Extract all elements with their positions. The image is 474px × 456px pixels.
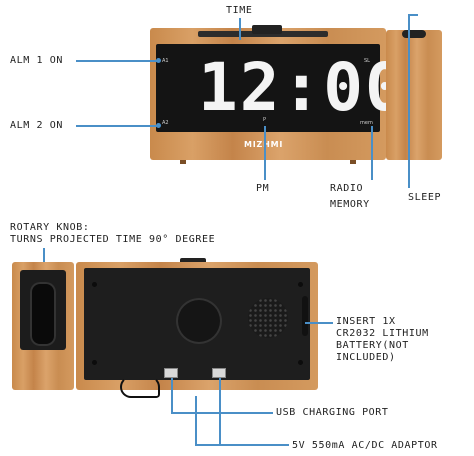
battery-compartment[interactable] bbox=[176, 298, 222, 344]
label-rotary-line1: ROTARY KNOB: bbox=[10, 222, 90, 233]
callout-line-adaptor-h bbox=[195, 444, 289, 446]
label-radio-memory-line2: MEMORY bbox=[330, 199, 370, 210]
label-battery-line3: BATTERY(NOT bbox=[336, 340, 409, 351]
label-battery-line1: INSERT 1X bbox=[336, 316, 396, 327]
callout-line-adaptor-v2 bbox=[195, 396, 197, 445]
callout-line-sleep-top bbox=[408, 14, 418, 16]
side-slide-switch[interactable] bbox=[302, 296, 308, 336]
speaker-grille bbox=[248, 298, 288, 338]
alm2-indicator: A2 bbox=[162, 120, 169, 126]
callout-line-alm1 bbox=[76, 60, 158, 62]
callout-line-adaptor-v bbox=[219, 378, 221, 445]
callout-line-usb-h bbox=[171, 412, 273, 414]
clock-display bbox=[156, 44, 380, 132]
top-buttons bbox=[198, 31, 328, 37]
projector-lens bbox=[402, 30, 426, 38]
callout-dot-alm2 bbox=[156, 123, 161, 128]
label-battery: INSERT 1X CR2032 LITHIUM BATTERY(NOT INC… bbox=[336, 316, 456, 364]
rotary-knob[interactable] bbox=[30, 282, 56, 346]
clock-foot bbox=[180, 160, 186, 164]
callout-line-sleep bbox=[408, 14, 410, 188]
mem-indicator: mem bbox=[360, 120, 373, 126]
screw bbox=[92, 360, 97, 365]
screw bbox=[92, 282, 97, 287]
time-digits: 12:00 bbox=[198, 49, 407, 126]
clock-foot bbox=[350, 160, 356, 164]
callout-line-radio-memory bbox=[371, 126, 373, 180]
label-usb-charging-port: USB CHARGING PORT bbox=[276, 407, 389, 418]
callout-dot-alm1 bbox=[156, 58, 161, 63]
alm1-indicator: A1 bbox=[162, 58, 169, 64]
label-battery-line4: INCLUDED) bbox=[336, 352, 396, 363]
label-sleep: SLEEP bbox=[408, 192, 442, 203]
dc-adaptor-port[interactable] bbox=[212, 368, 226, 378]
callout-line-pm bbox=[264, 126, 266, 180]
back-top-snooze-bar bbox=[180, 258, 206, 264]
label-radio-memory-line1: RADIO bbox=[330, 183, 364, 194]
callout-line-battery bbox=[305, 322, 333, 324]
screw bbox=[298, 282, 303, 287]
callout-line-alm2 bbox=[76, 125, 158, 127]
brand-logo: MIZHMI bbox=[244, 140, 283, 149]
sl-indicator: SL bbox=[364, 58, 370, 64]
projector-arm bbox=[386, 30, 442, 160]
label-battery-line2: CR2032 LITHIUM bbox=[336, 328, 429, 339]
pm-indicator: P bbox=[263, 117, 267, 123]
label-alm2-on: ALM 2 ON bbox=[10, 120, 63, 131]
label-pm: PM bbox=[256, 183, 270, 194]
label-radio-memory: RADIO MEMORY bbox=[330, 183, 390, 211]
power-cable bbox=[120, 376, 160, 398]
usb-charging-port[interactable] bbox=[164, 368, 178, 378]
callout-line-usb-v bbox=[171, 378, 173, 413]
screw bbox=[298, 360, 303, 365]
top-snooze-bar bbox=[252, 25, 282, 34]
callout-line-time bbox=[239, 18, 241, 40]
label-rotary-line2: TURNS PROJECTED TIME 90° DEGREE bbox=[10, 234, 216, 245]
label-adaptor: 5V 550mA AC/DC ADAPTOR bbox=[292, 440, 438, 451]
label-alm1-on: ALM 1 ON bbox=[10, 55, 63, 66]
label-rotary-knob: ROTARY KNOB: TURNS PROJECTED TIME 90° DE… bbox=[10, 222, 250, 246]
label-time: TIME bbox=[226, 5, 253, 16]
